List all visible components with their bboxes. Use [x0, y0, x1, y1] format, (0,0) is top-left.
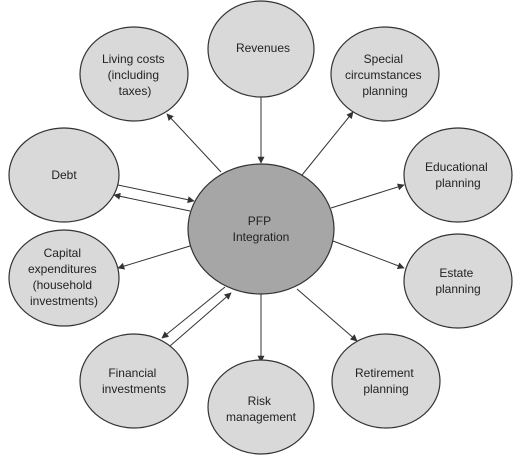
- node-living-costs: Living costs (including taxes): [79, 26, 189, 122]
- risk-label-line1: Risk: [248, 394, 272, 408]
- arrow-center-to-educational: [330, 183, 405, 209]
- debt-label: Debt: [51, 168, 77, 182]
- living-costs-label-line1: Living costs: [102, 52, 165, 66]
- arrow-center-to-living-costs: [166, 113, 222, 173]
- capital-label-line3: (household: [33, 278, 92, 292]
- retirement-label-line2: planning: [363, 382, 408, 396]
- special-label-line3: planning: [362, 84, 407, 98]
- node-pfp-integration: PFP Integration: [187, 163, 335, 295]
- living-costs-label-line3: taxes): [119, 84, 152, 98]
- svg-text:Special circumstances: Special circumstances planning: [345, 52, 425, 98]
- svg-text:Retirement planning: Retirement planning: [355, 366, 417, 396]
- node-capital-expenditures: Capital expenditures (household investme…: [8, 229, 120, 327]
- financial-label-line2: investments: [102, 382, 166, 396]
- special-label-line1: Special: [364, 52, 403, 66]
- educational-label-line2: planning: [435, 176, 480, 190]
- center-label-line2: Integration: [233, 230, 290, 244]
- svg-text:Financial investments: Financial investments: [102, 366, 166, 396]
- estate-label-line1: Estate: [439, 266, 473, 280]
- capital-label-line2: expenditures: [28, 262, 97, 276]
- svg-text:PFP Integration: PFP Integration: [233, 214, 290, 244]
- svg-text:Debt: Debt: [51, 168, 77, 182]
- node-revenues: Revenues: [207, 0, 315, 98]
- node-special-circumstances: Special circumstances planning: [330, 26, 440, 122]
- educational-label-line1: Educational: [425, 160, 488, 174]
- arrow-debt-to-center: [117, 184, 195, 204]
- svg-text:Estate planning: Estate planning: [435, 266, 480, 296]
- arrow-center-to-special: [301, 111, 354, 176]
- arrow-center-to-debt: [113, 192, 191, 212]
- svg-text:Capital expenditures: Capital expenditures (household investme…: [28, 246, 100, 308]
- node-financial-investments: Financial investments: [79, 333, 189, 429]
- svg-text:Living costs (including: Living costs (including taxes): [102, 52, 168, 98]
- arrows: [113, 97, 405, 363]
- node-risk-management: Risk management: [207, 359, 315, 455]
- financial-label-line1: Financial: [108, 366, 156, 380]
- center-label-line1: PFP: [248, 214, 271, 228]
- special-label-line2: circumstances: [345, 68, 422, 82]
- node-debt: Debt: [8, 127, 120, 223]
- revenues-label: Revenues: [236, 41, 290, 55]
- svg-text:Educational planning: Educational planning: [425, 160, 491, 190]
- retirement-label-line1: Retirement: [355, 366, 414, 380]
- arrow-center-to-retirement: [296, 288, 358, 342]
- capital-label-line4: investments): [30, 294, 98, 308]
- node-educational: Educational planning: [403, 127, 513, 223]
- arrow-financial-to-center: [169, 292, 232, 347]
- arrow-center-to-financial: [161, 286, 226, 339]
- living-costs-label-line2: (including: [108, 68, 159, 82]
- risk-label-line2: management: [226, 410, 297, 424]
- svg-text:Revenues: Revenues: [236, 41, 290, 55]
- node-estate: Estate planning: [403, 233, 513, 329]
- estate-label-line2: planning: [435, 282, 480, 296]
- svg-text:Risk management: Risk management: [226, 394, 297, 424]
- arrow-center-to-capital: [117, 245, 191, 270]
- capital-label-line1: Capital: [44, 246, 81, 260]
- node-retirement: Retirement planning: [331, 333, 441, 429]
- arrow-center-to-estate: [332, 240, 405, 270]
